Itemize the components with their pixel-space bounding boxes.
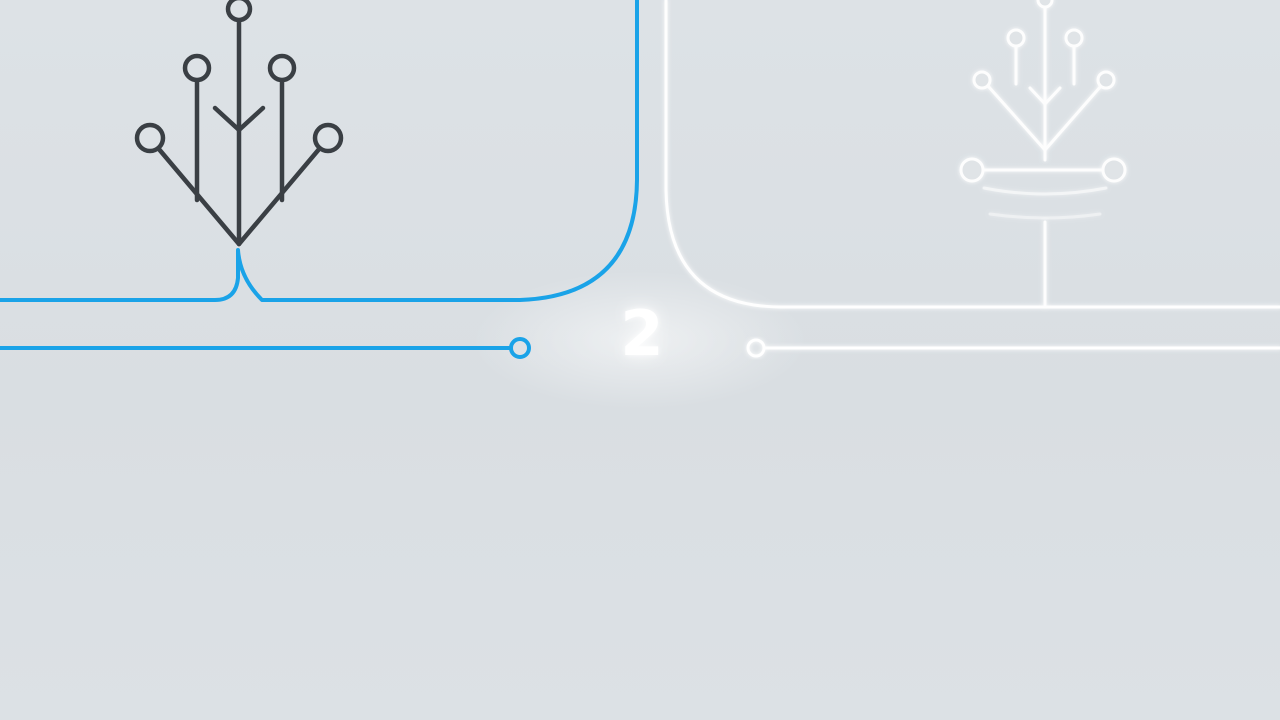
active-card-frame [0,0,639,302]
branching-tree-icon [959,0,1127,308]
active-connector [0,337,531,359]
inactive-connector [746,338,1280,358]
step-number: 2 [620,297,664,370]
inactive-card-frame [664,0,1280,309]
branching-tree-icon [134,0,344,247]
